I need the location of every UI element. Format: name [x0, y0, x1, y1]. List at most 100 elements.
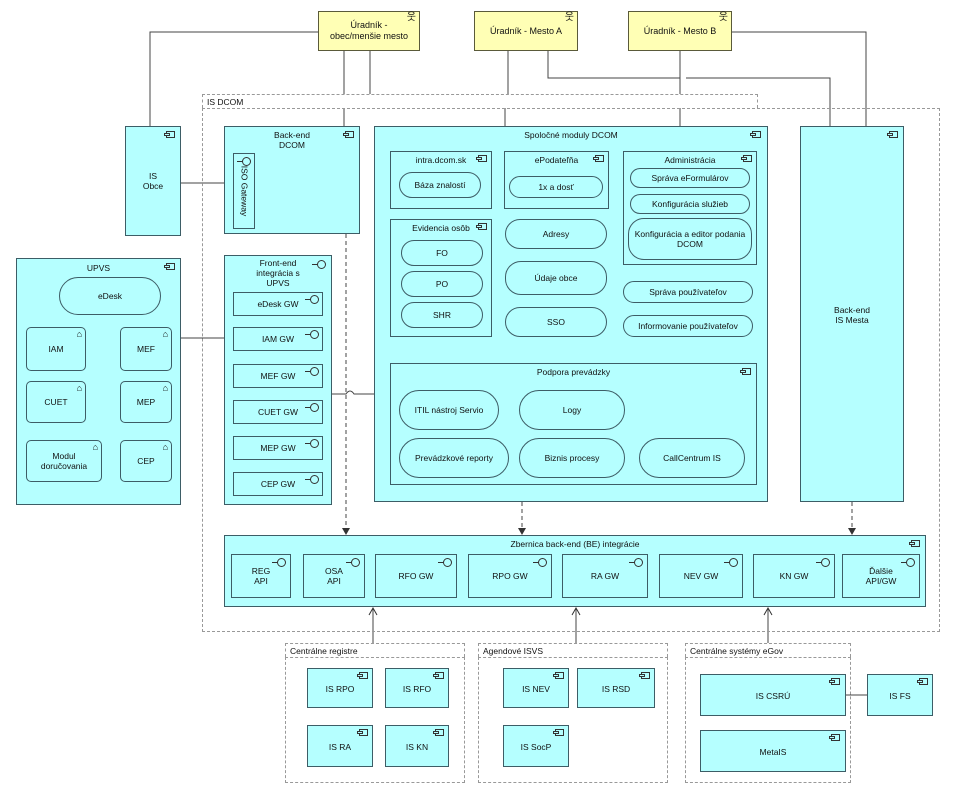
interface-icon: [816, 558, 830, 567]
centralne-registre-group: [285, 657, 465, 783]
metais[interactable]: MetaIS: [700, 730, 846, 772]
zbernica-item[interactable]: KN GW: [753, 554, 835, 598]
sprava-pouzivatelov[interactable]: Správa používateľov: [623, 281, 753, 303]
frontend-integracia[interactable]: Front-end integrácia s UPVS eDesk GW IAM…: [224, 255, 332, 505]
function-icon: ⌂: [92, 442, 98, 452]
cuet[interactable]: CUET⌂: [26, 381, 86, 423]
admin-item[interactable]: Správa eFormulárov: [630, 168, 750, 188]
component-icon: [740, 368, 751, 375]
callcentrum-is[interactable]: CallCentrum IS: [639, 438, 745, 478]
frontend-item[interactable]: CUET GW: [233, 400, 323, 424]
component-icon: [164, 131, 175, 138]
informovanie-pouzivatelov[interactable]: Informovanie používateľov: [623, 315, 753, 337]
zbernica-be-integracie[interactable]: Zbernica back-end (BE) integrácie REG AP…: [224, 535, 926, 607]
upvs[interactable]: UPVS eDesk IAM⌂ MEF⌂ CUET⌂ MEP⌂ Modul do…: [16, 258, 181, 505]
is-dcom-tab: IS DCOM: [202, 94, 758, 108]
sso[interactable]: SSO: [505, 307, 607, 337]
udaje-obce[interactable]: Údaje obce: [505, 261, 607, 295]
admin-item[interactable]: Konfigurácia služieb: [630, 194, 750, 214]
interface-icon: [305, 475, 319, 484]
zbernica-item[interactable]: NEV GW: [659, 554, 743, 598]
is-ra[interactable]: IS RA: [307, 725, 373, 767]
line-frontend-spolocne: [332, 390, 374, 395]
is-obce[interactable]: IS Obce: [125, 126, 181, 236]
epodatelna[interactable]: ePodateľňa 1x a dosť: [504, 151, 609, 209]
administracia[interactable]: Administrácia Správa eFormulárov Konfigu…: [623, 151, 757, 265]
prevadzkove-reporty[interactable]: Prevádzkové reporty: [399, 438, 509, 478]
component-icon: [164, 263, 175, 270]
component-icon: [553, 672, 564, 679]
frontend-item[interactable]: MEF GW: [233, 364, 323, 388]
component-icon: [741, 155, 752, 162]
is-fs[interactable]: IS FS: [867, 674, 933, 716]
logy[interactable]: Logy: [519, 390, 625, 430]
iam[interactable]: IAM⌂: [26, 327, 86, 371]
component-icon: [476, 223, 487, 230]
is-rsd[interactable]: IS RSD: [577, 668, 655, 708]
is-dcom-group: [202, 108, 940, 632]
jeden-x-a-dost[interactable]: 1x a dosť: [509, 176, 603, 198]
interface-icon: [312, 260, 326, 269]
is-rpo[interactable]: IS RPO: [307, 668, 373, 708]
biznis-procesy[interactable]: Biznis procesy: [519, 438, 625, 478]
interface-icon: [724, 558, 738, 567]
evidencia-item[interactable]: PO: [401, 271, 483, 297]
centralne-registre-tab: Centrálne registre: [285, 643, 465, 657]
podpora-prevadzky[interactable]: Podpora prevádzky ITIL nástroj Servio Lo…: [390, 363, 757, 485]
iso-gateway[interactable]: ISO Gateway: [233, 153, 255, 229]
frontend-item[interactable]: IAM GW: [233, 327, 323, 351]
evidencia-item[interactable]: SHR: [401, 302, 483, 328]
modul-dorucovania[interactable]: Modul doručovania⌂: [26, 440, 102, 482]
actor-uradnik-mesto-b[interactable]: Úradník - Mesto B 웃: [628, 11, 732, 51]
component-icon: [829, 734, 840, 741]
zbernica-item[interactable]: RPO GW: [468, 554, 552, 598]
component-icon: [887, 131, 898, 138]
actor-uradnik-obec[interactable]: Úradník - obec/menšie mesto 웃: [318, 11, 420, 51]
intra-dcom[interactable]: intra.dcom.sk Báza znalostí: [390, 151, 492, 209]
zbernica-item[interactable]: OSA API: [303, 554, 365, 598]
edesk[interactable]: eDesk: [59, 277, 161, 315]
interface-icon: [438, 558, 452, 567]
function-icon: ⌂: [76, 329, 82, 339]
evidencia-osob[interactable]: Evidencia osôb FO PO SHR: [390, 219, 492, 337]
spolocne-moduly[interactable]: Spoločné moduly DCOM intra.dcom.sk Báza …: [374, 126, 768, 502]
function-icon: ⌂: [162, 329, 168, 339]
actor-icon: 웃: [564, 12, 574, 23]
component-icon: [343, 131, 354, 138]
component-icon: [917, 678, 928, 685]
cep[interactable]: CEP⌂: [120, 440, 172, 482]
mep[interactable]: MEP⌂: [120, 381, 172, 423]
agendove-isvs-tab: Agendové ISVS: [478, 643, 668, 657]
is-rfo[interactable]: IS RFO: [385, 668, 449, 708]
interface-icon: [305, 295, 319, 304]
frontend-item[interactable]: MEP GW: [233, 436, 323, 460]
is-nev[interactable]: IS NEV: [503, 668, 569, 708]
zbernica-item[interactable]: Ďalšie API/GW: [842, 554, 920, 598]
mef[interactable]: MEF⌂: [120, 327, 172, 371]
component-icon: [750, 131, 761, 138]
baza-znalosti[interactable]: Báza znalostí: [399, 172, 481, 198]
is-socp[interactable]: IS SocP: [503, 725, 569, 767]
backend-is-mesta[interactable]: Back-end IS Mesta: [800, 126, 904, 502]
admin-item[interactable]: Konfigurácia a editor podania DCOM: [628, 218, 752, 260]
evidencia-item[interactable]: FO: [401, 240, 483, 266]
zbernica-item[interactable]: RFO GW: [375, 554, 457, 598]
frontend-item[interactable]: eDesk GW: [233, 292, 323, 316]
backend-dcom[interactable]: Back-end DCOM ISO Gateway: [224, 126, 360, 234]
line-actor2-mesto: [686, 77, 831, 126]
interface-icon: [629, 558, 643, 567]
is-csru[interactable]: IS CSRÚ: [700, 674, 846, 716]
actor-uradnik-mesto-a[interactable]: Úradník - Mesto A 웃: [474, 11, 578, 51]
is-kn[interactable]: IS KN: [385, 725, 449, 767]
interface-icon: [305, 403, 319, 412]
zbernica-item[interactable]: RA GW: [562, 554, 648, 598]
function-icon: ⌂: [162, 442, 168, 452]
actor-icon: 웃: [406, 12, 416, 23]
frontend-item[interactable]: CEP GW: [233, 472, 323, 496]
itil-nastroj[interactable]: ITIL nástroj Servio: [399, 390, 499, 430]
zbernica-item[interactable]: REG API: [231, 554, 291, 598]
adresy[interactable]: Adresy: [505, 219, 607, 249]
component-icon: [909, 540, 920, 547]
agendove-isvs-group: [478, 657, 668, 783]
